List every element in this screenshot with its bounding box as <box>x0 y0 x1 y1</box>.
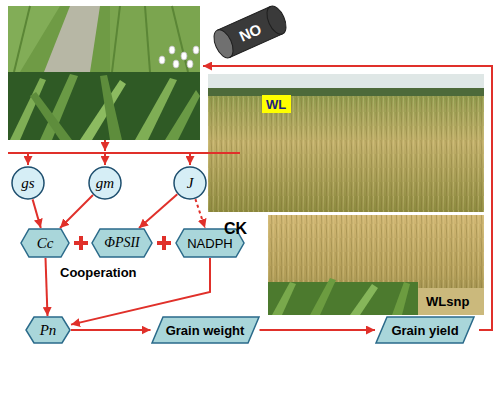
wheat-photo <box>8 6 200 140</box>
connector-arrow <box>33 199 41 228</box>
connector-arrow <box>60 195 93 228</box>
node-text: NADPH <box>187 236 233 251</box>
group-label: CK <box>224 220 247 238</box>
cooperation-label: Cooperation <box>60 265 137 280</box>
group-tag: WL <box>262 95 291 113</box>
node-text: gs <box>21 175 34 192</box>
plus-sign <box>74 236 171 250</box>
node-text: gm <box>96 175 114 192</box>
node-text: ΦPSII <box>104 235 140 251</box>
node-text: Pn <box>40 322 57 339</box>
connector-arrow <box>71 329 151 331</box>
connector-arrow <box>46 258 48 316</box>
red-arrow <box>8 66 492 330</box>
parameter-circle: gm <box>88 166 122 200</box>
connector-arrow <box>139 194 177 228</box>
parameter-circle: J <box>173 166 207 200</box>
result-box: Grain weight <box>151 316 260 344</box>
no-drops <box>159 46 199 68</box>
node-text: WL <box>266 97 286 112</box>
group-label: WLsnp <box>426 294 469 309</box>
no-cylinder: NO <box>209 2 291 62</box>
field-photo <box>268 215 484 315</box>
connector-arrow <box>195 199 205 228</box>
node-text: Grain yield <box>391 323 458 338</box>
node-text: Grain weight <box>166 323 245 338</box>
parameter-hexagon: Cc <box>20 228 70 258</box>
connector-arrow <box>260 329 376 331</box>
result-box: Grain yield <box>375 316 475 344</box>
parameter-circle: gs <box>11 166 45 200</box>
parameter-hexagon: Pn <box>25 316 71 344</box>
node-text: Cc <box>37 235 54 252</box>
node-text: J <box>187 175 194 192</box>
field-photo <box>208 74 484 212</box>
parameter-hexagon: ΦPSII <box>91 228 153 258</box>
